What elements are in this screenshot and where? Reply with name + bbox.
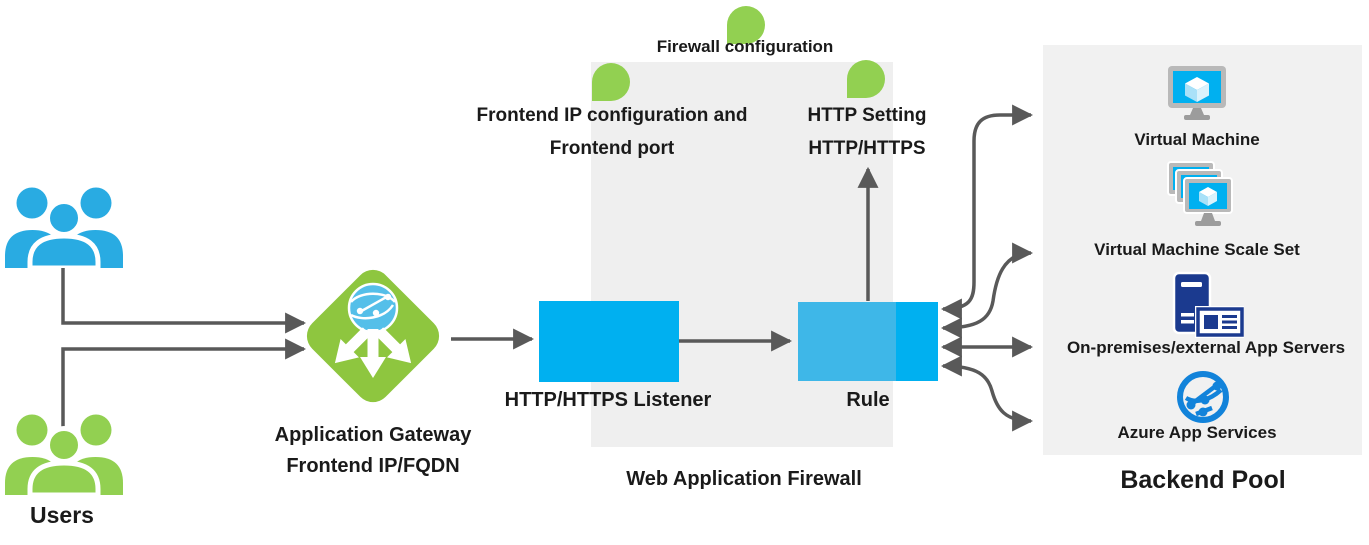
arrow-users-blue-to-gateway — [61, 262, 307, 334]
http-https-listener-box — [539, 301, 679, 382]
arrow-users-green-to-gateway — [61, 338, 307, 441]
arrow-rule-to-app-services — [940, 355, 1034, 432]
azure-app-services-icon — [1176, 370, 1230, 424]
frontend-ip-configuration-label: Frontend IP configuration and Frontend p… — [477, 99, 748, 165]
rule-box — [798, 302, 938, 381]
frontend-ip-line1: Frontend IP configuration and — [476, 105, 748, 126]
frontend-ip-pin-icon — [592, 63, 630, 101]
arrow-rule-to-vm-scale-set — [940, 242, 1034, 339]
frontend-ip-line2: Frontend port — [549, 138, 675, 159]
backend-pool-title: Backend Pool — [1120, 466, 1286, 494]
firewall-configuration-label: Firewall configuration — [656, 37, 834, 56]
gateway-label: Application Gateway Frontend IP/FQDN — [275, 420, 472, 482]
users-group-green-icon — [2, 413, 127, 498]
gateway-label-line1: Application Gateway — [274, 424, 472, 446]
http-setting-line1: HTTP Setting — [807, 105, 927, 126]
http-setting-label: HTTP Setting HTTP/HTTPS — [808, 99, 927, 165]
vm-scale-set-label: Virtual Machine Scale Set — [1094, 240, 1300, 259]
http-setting-line2: HTTP/HTTPS — [808, 138, 926, 159]
arrow-rule-to-virtual-machine — [940, 104, 1034, 320]
application-gateway-icon — [298, 261, 448, 411]
waf-label: Web Application Firewall — [626, 468, 862, 490]
users-label: Users — [30, 502, 94, 528]
firewall-configuration-pin-icon — [727, 6, 765, 44]
on-premises-label: On-premises/external App Servers — [1066, 338, 1346, 357]
users-group-blue-icon — [2, 186, 127, 271]
rule-box-shaded-area — [798, 302, 896, 381]
virtual-machine-label: Virtual Machine — [1134, 130, 1260, 149]
waf-panel — [591, 62, 893, 447]
listener-label: HTTP/HTTPS Listener — [504, 389, 712, 411]
gateway-label-line2: Frontend IP/FQDN — [286, 455, 460, 477]
http-setting-pin-icon — [847, 60, 885, 98]
rule-label: Rule — [846, 389, 890, 411]
app-services-label: Azure App Services — [1117, 423, 1277, 442]
on-premises-server-icon — [1172, 271, 1245, 339]
vm-scale-set-icon — [1160, 161, 1236, 237]
virtual-machine-icon — [1167, 65, 1229, 121]
